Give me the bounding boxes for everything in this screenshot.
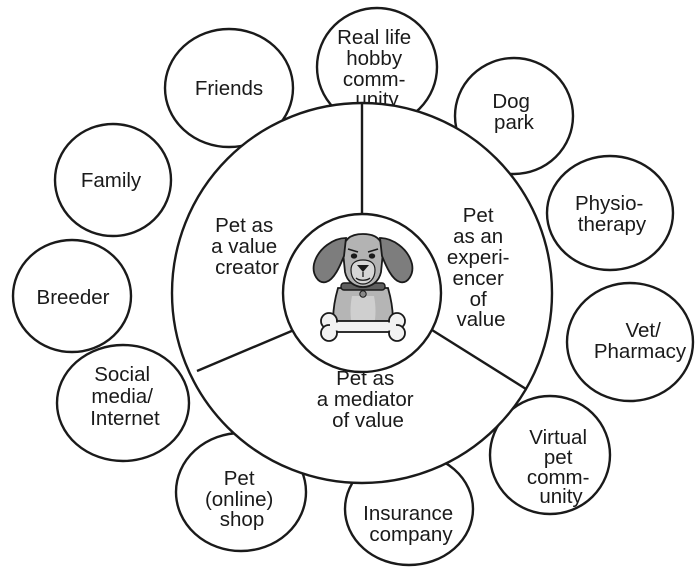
segment-value-creator-label: Pet as a value creator — [211, 214, 283, 279]
dog-left-ear — [312, 237, 348, 284]
entity-insurance-company-label: Insurance company — [363, 502, 459, 546]
entity-family-bubble — [53, 122, 173, 238]
dog-right-brow — [367, 248, 379, 253]
entity-vet-pharmacy: Vet/ Pharmacy — [565, 281, 695, 403]
entity-physiotherapy-bubble — [545, 154, 675, 272]
entity-pet-online-shop: Pet (online) shop — [174, 431, 308, 553]
entity-breeder-label: Breeder — [37, 286, 110, 309]
entity-virtual-pet-community: Virtual pet comm- unity — [488, 394, 612, 516]
dog-left-eye — [350, 253, 358, 259]
entity-virtual-pet-community-bubble — [488, 394, 612, 516]
segment-experiencer-of-value-label: Pet as an experi- encer of value — [447, 204, 515, 331]
entity-breeder: Breeder — [11, 238, 133, 354]
entity-dog-park-label: Dog park — [492, 90, 535, 134]
entity-vet-pharmacy-label: Vet/ Pharmacy — [594, 319, 687, 363]
entity-vet-pharmacy-bubble — [565, 281, 695, 403]
entity-family: Family — [53, 122, 173, 238]
bone-icon — [320, 312, 406, 342]
pet-role-wheel: Pet as a value creator Pet as an experi-… — [170, 101, 554, 485]
entity-virtual-pet-community-label: Virtual pet comm- unity — [527, 426, 595, 508]
segment-mediator-of-value-label: Pet as a mediator of value — [317, 367, 420, 432]
dog-tag — [359, 290, 367, 298]
entity-physiotherapy-label: Physio- therapy — [575, 192, 649, 236]
dog-right-eye — [368, 253, 376, 259]
entity-pet-online-shop-label: Pet (online) shop — [205, 467, 279, 531]
entity-physiotherapy: Physio- therapy — [545, 154, 675, 272]
dog-nose — [357, 265, 369, 272]
segment-divider-lower-left — [196, 328, 295, 373]
dog-left-brow — [347, 248, 359, 253]
entity-dog-park: Dog park — [453, 56, 575, 176]
entity-friends-label: Friends — [195, 77, 263, 100]
entity-friends-bubble — [163, 27, 295, 149]
entity-dog-park-bubble — [453, 56, 575, 176]
entity-social-media-internet: Social media/ Internet — [55, 343, 191, 463]
entity-social-media-internet-label: Social media/ Internet — [90, 363, 160, 430]
dog-right-ear — [378, 237, 414, 284]
dog-mouth — [355, 272, 371, 281]
entity-friends: Friends — [163, 27, 295, 149]
dog-chest — [350, 296, 376, 326]
entity-breeder-bubble — [11, 238, 133, 354]
entity-family-label: Family — [81, 169, 142, 192]
segment-divider-lower-right — [431, 328, 527, 391]
entity-social-media-internet-bubble — [55, 343, 191, 463]
dog-with-bone-icon — [312, 233, 414, 342]
